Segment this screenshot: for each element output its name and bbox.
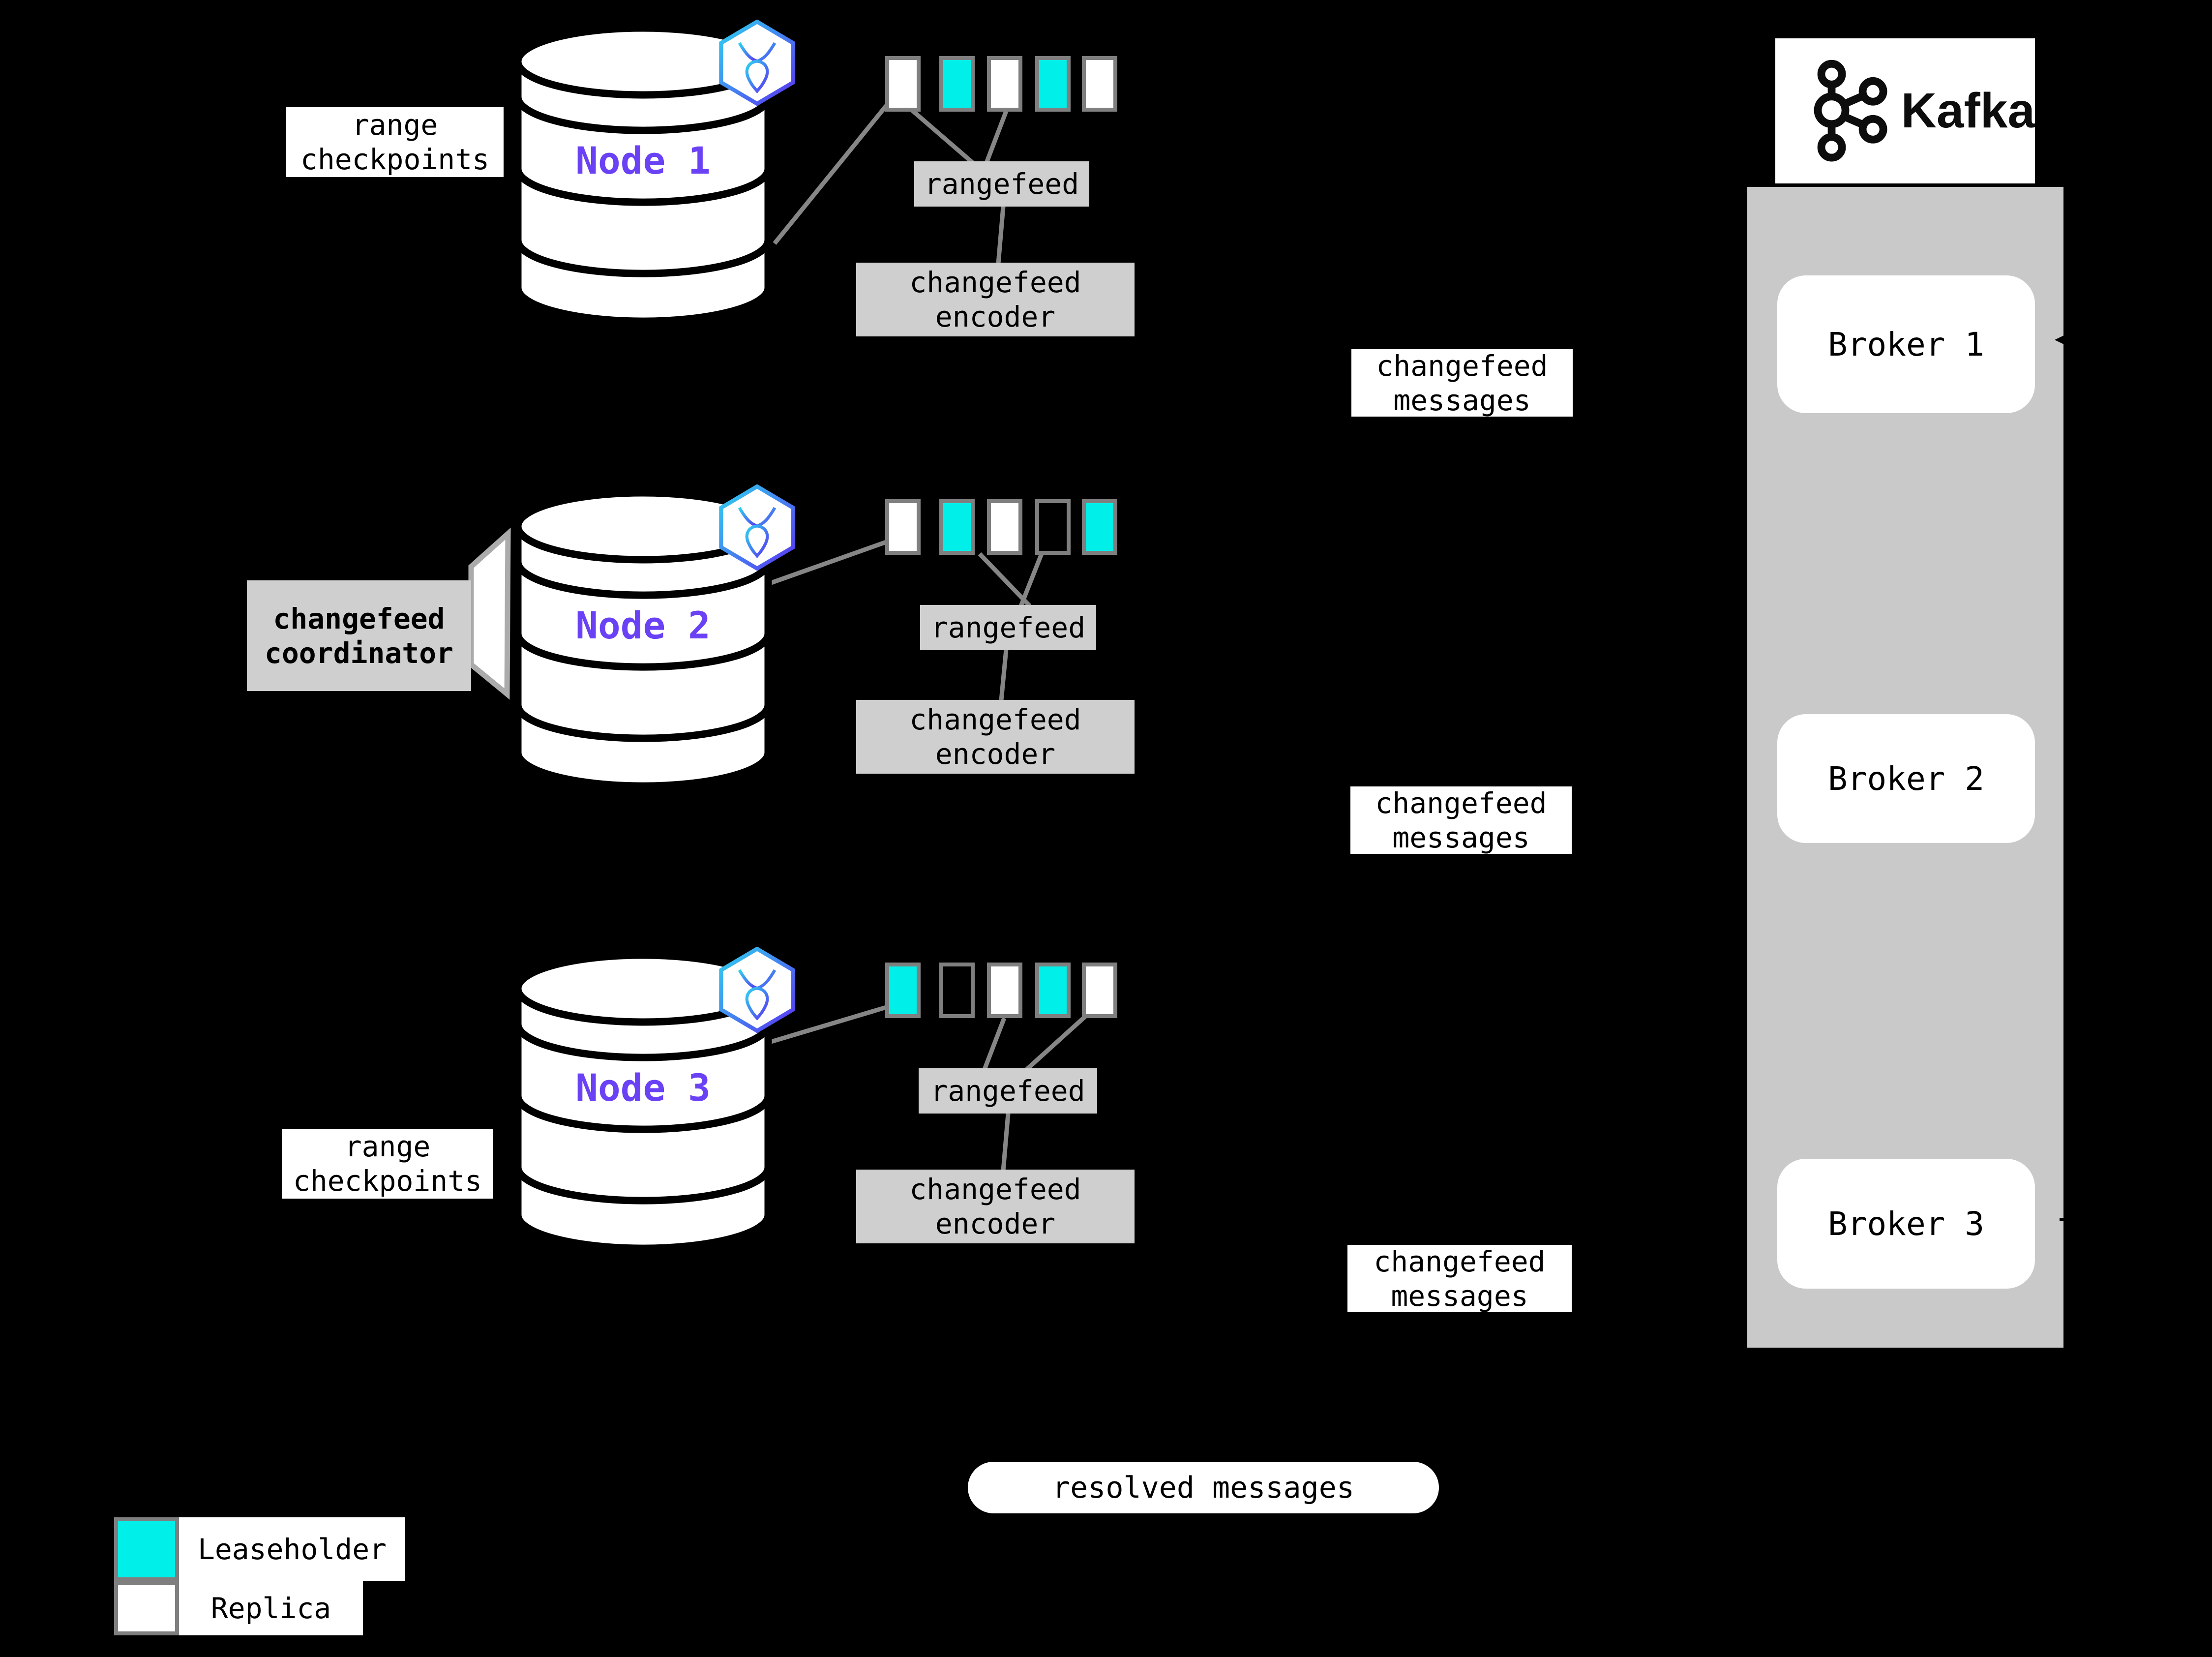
- replica-square: [885, 963, 921, 1018]
- changefeed-encoder-box: changefeed encoder: [856, 700, 1135, 774]
- cockroachdb-icon: [719, 947, 795, 1033]
- broker-1: Broker 1: [1777, 275, 2035, 413]
- changefeed-encoder-box: changefeed encoder: [856, 263, 1135, 336]
- changefeed-messages-label: changefeed messages: [1347, 1245, 1572, 1313]
- replica-square: [987, 963, 1022, 1018]
- legend-leaseholder-label: Leaseholder: [179, 1517, 405, 1581]
- node-2-label: Node 2: [575, 603, 711, 647]
- kafka-icon: [1814, 60, 1887, 161]
- replica-square: [1035, 963, 1071, 1018]
- legend-leaseholder-swatch: [114, 1517, 179, 1581]
- arrow-tick-broker3: [2060, 1218, 2070, 1221]
- replica-square: [939, 499, 975, 555]
- replica-square: [1035, 499, 1071, 555]
- replica-square: [885, 499, 921, 555]
- replica-square: [1082, 963, 1117, 1018]
- replica-square: [1082, 499, 1117, 555]
- replica-square: [885, 56, 921, 112]
- cockroachdb-icon: [719, 484, 795, 571]
- range-checkpoints-label: range checkpoints: [282, 1129, 493, 1199]
- replica-square: [939, 56, 975, 112]
- node-1-cylinder: [514, 25, 772, 325]
- arrowhead-into-broker1: [2055, 328, 2080, 352]
- broker-2: Broker 2: [1777, 714, 2035, 843]
- replica-square: [1035, 56, 1071, 112]
- replica-square: [1082, 56, 1117, 112]
- rangefeed-box: rangefeed: [919, 1068, 1097, 1114]
- broker-3: Broker 3: [1777, 1159, 2035, 1289]
- legend-replica-swatch: [114, 1581, 179, 1635]
- kafka-logo-box: Kafka: [1775, 38, 2035, 183]
- replica-square: [939, 963, 975, 1018]
- changefeed-encoder-box: changefeed encoder: [856, 1170, 1135, 1243]
- replica-square: [987, 499, 1022, 555]
- node-3-cylinder: [514, 952, 772, 1252]
- changefeed-coordinator-label: changefeed coordinator: [247, 580, 471, 691]
- node-1-label: Node 1: [575, 139, 711, 182]
- resolved-messages-pill: resolved messages: [968, 1462, 1439, 1513]
- replica-square: [987, 56, 1022, 112]
- changefeed-messages-label: changefeed messages: [1351, 349, 1573, 417]
- kafka-logo-text: Kafka: [1901, 83, 2035, 138]
- coordinator-flag-shape: [468, 527, 511, 700]
- rangefeed-box: rangefeed: [920, 605, 1096, 650]
- cockroachdb-icon: [719, 20, 795, 106]
- legend-replica-label: Replica: [179, 1581, 363, 1635]
- node-2-cylinder: [514, 489, 772, 789]
- range-checkpoints-label: range checkpoints: [286, 107, 504, 177]
- changefeed-messages-label: changefeed messages: [1350, 786, 1572, 854]
- rangefeed-box: rangefeed: [914, 161, 1089, 207]
- node-3-label: Node 3: [575, 1066, 711, 1110]
